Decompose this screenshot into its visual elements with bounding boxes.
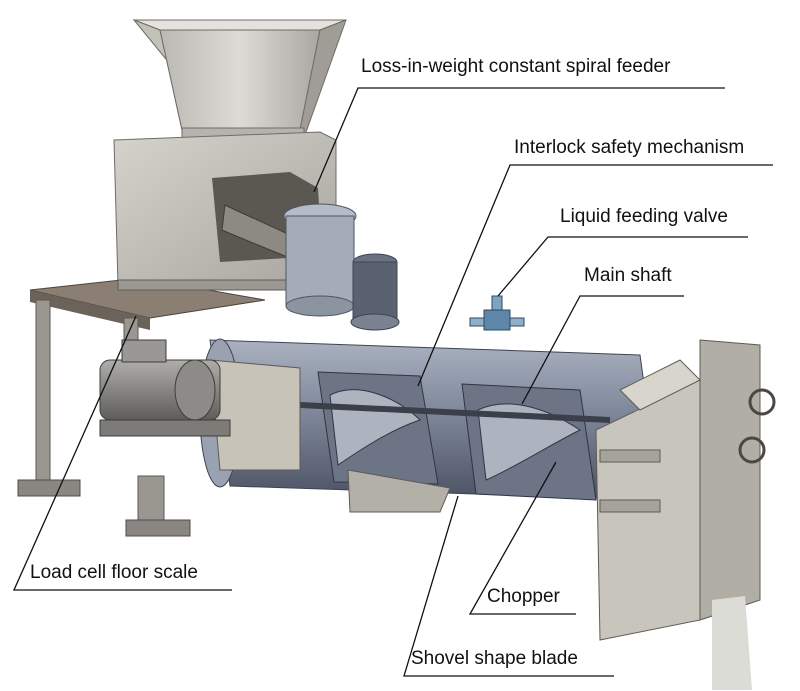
- label-interlock-safety: Interlock safety mechanism: [514, 137, 745, 158]
- label-chopper: Chopper: [487, 586, 560, 607]
- label-main-shaft: Main shaft: [584, 265, 672, 286]
- label-shovel-blade: Shovel shape blade: [411, 648, 578, 669]
- label-spiral-feeder: Loss-in-weight constant spiral feeder: [361, 56, 671, 77]
- hopper: [132, 18, 347, 141]
- label-liquid-valve: Liquid feeding valve: [560, 206, 728, 227]
- leader-interlock: [417, 164, 773, 387]
- end-frame: [595, 339, 776, 641]
- liquid-valve: [469, 295, 525, 331]
- leader-scale: [12, 315, 232, 591]
- leader-feeder: [313, 87, 725, 193]
- leader-valve: [497, 236, 748, 297]
- leader-chopper: [468, 461, 576, 615]
- scale-platform: [17, 277, 266, 537]
- leader-lines: [12, 87, 773, 677]
- mixer-drum: [199, 338, 661, 513]
- label-floor-scale: Load cell floor scale: [30, 562, 198, 583]
- feeder-outlet: [283, 203, 400, 331]
- leader-shaft: [521, 295, 684, 405]
- leader-blade: [403, 495, 614, 677]
- discharge-powder: [712, 596, 752, 690]
- motor: [99, 339, 231, 437]
